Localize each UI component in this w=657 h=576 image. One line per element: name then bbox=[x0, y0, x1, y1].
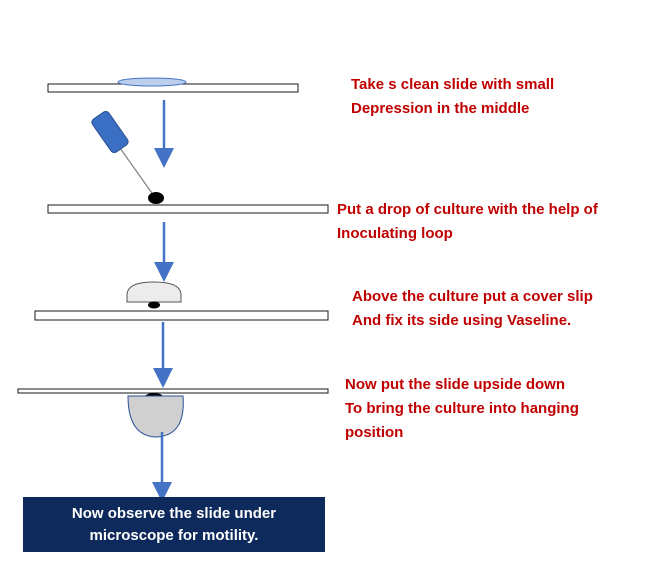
step2-line1: Put a drop of culture with the help of bbox=[337, 201, 598, 218]
step1-illustration bbox=[47, 77, 299, 93]
step1-text: Take s clean slide with small Depression… bbox=[351, 73, 554, 121]
hanging-drop-icon bbox=[127, 395, 184, 438]
step2-line2: Inoculating loop bbox=[337, 225, 453, 242]
step4-line1: Now put the slide upside down bbox=[345, 376, 565, 393]
step1-line1: Take s clean slide with small bbox=[351, 76, 555, 93]
step3-line2: And fix its side using Vaseline. bbox=[352, 312, 572, 329]
step4-line2: To bring the culture into hanging bbox=[345, 400, 579, 417]
inoculating-loop-wire bbox=[119, 147, 155, 197]
culture-drop-icon bbox=[148, 192, 164, 204]
depression-icon bbox=[117, 77, 187, 87]
final-line2: microscope for motility. bbox=[89, 526, 259, 544]
glass-slide-4 bbox=[17, 388, 329, 394]
step1-line2: Depression in the middle bbox=[351, 100, 530, 117]
step4-text: Now put the slide upside down To bring t… bbox=[345, 373, 579, 445]
cover-slip-icon bbox=[126, 281, 182, 303]
step3-text: Above the culture put a cover slip And f… bbox=[352, 285, 593, 333]
step4-illustration bbox=[17, 388, 329, 438]
final-instruction-box: Now observe the slide under microscope f… bbox=[23, 497, 325, 552]
step2-illustration bbox=[47, 110, 329, 214]
inoculating-loop-icon bbox=[91, 110, 129, 154]
culture-drop-icon-2 bbox=[148, 301, 160, 309]
final-line1: Now observe the slide under bbox=[71, 504, 277, 522]
step2-text: Put a drop of culture with the help of I… bbox=[337, 198, 598, 246]
step3-line1: Above the culture put a cover slip bbox=[352, 288, 593, 305]
glass-slide-2 bbox=[47, 204, 329, 214]
step3-illustration bbox=[34, 281, 329, 321]
glass-slide-3 bbox=[34, 310, 329, 321]
step4-line3: position bbox=[345, 424, 404, 441]
